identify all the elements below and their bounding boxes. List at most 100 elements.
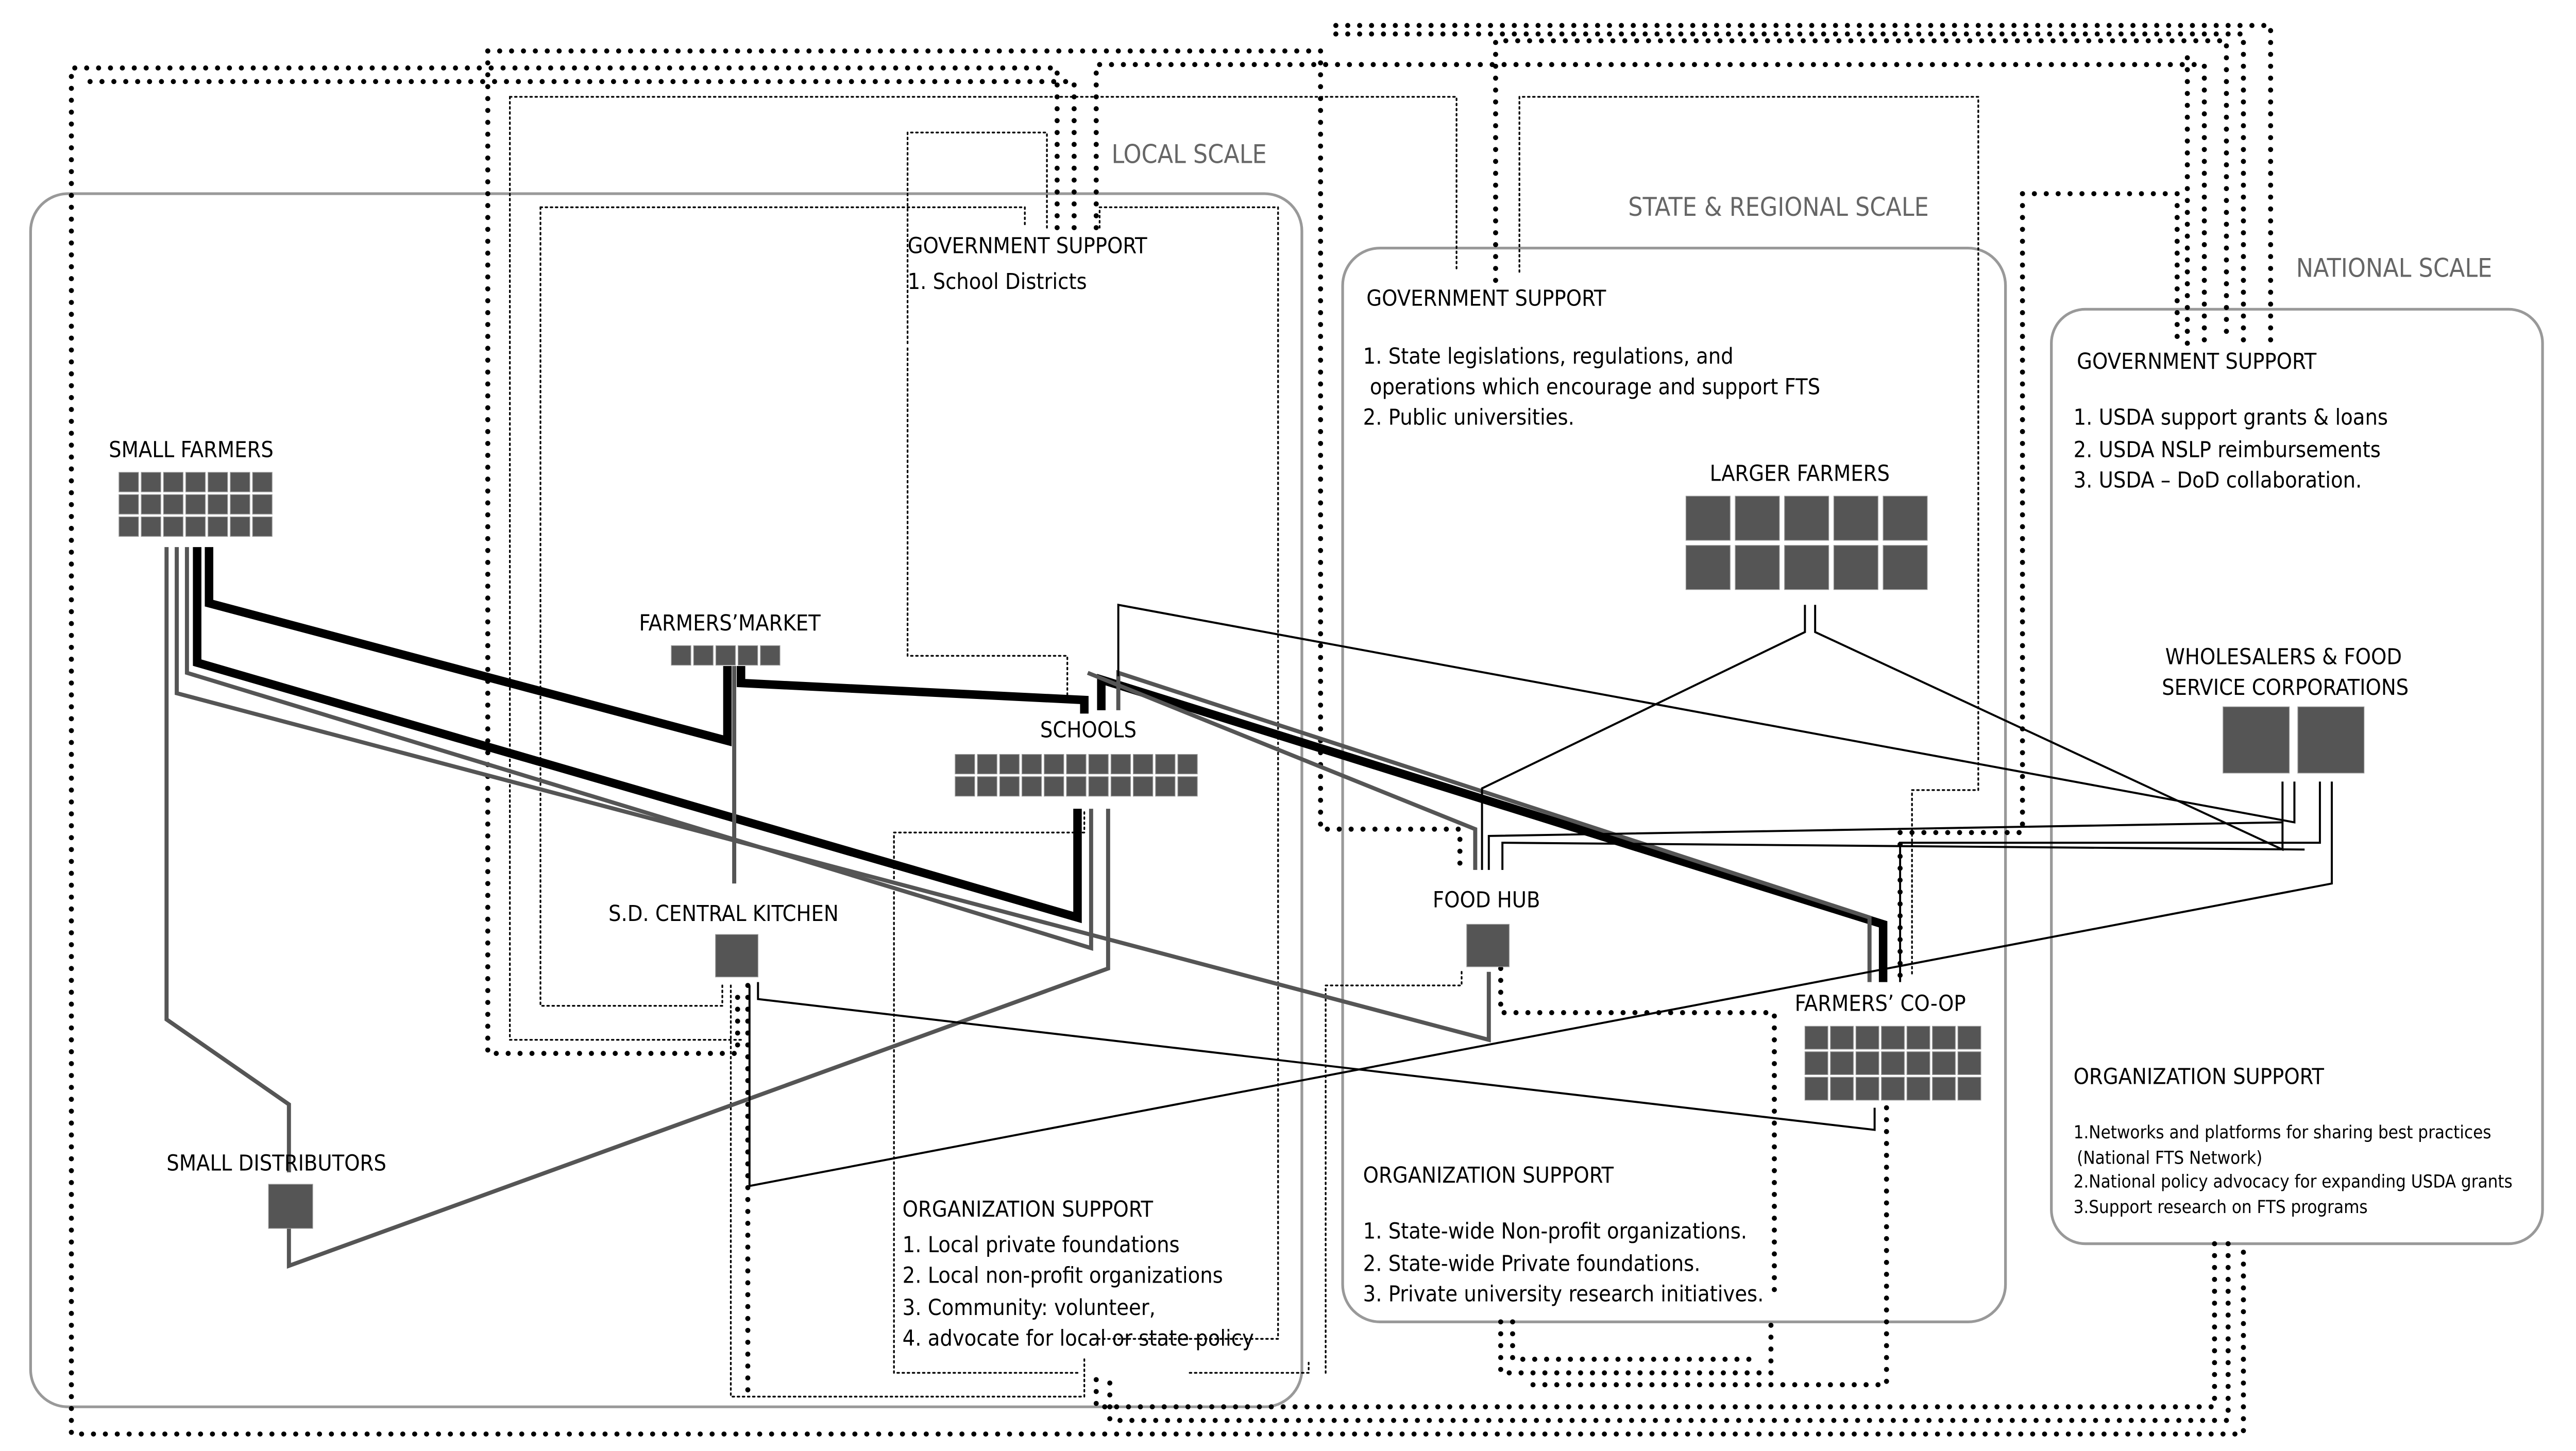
schools-block	[955, 754, 975, 775]
small-farmers-block	[252, 494, 273, 515]
farmers-coop-block	[1957, 1077, 1981, 1101]
farmers-coop-block	[1804, 1077, 1828, 1101]
national-organization-item: (National FTS Network)	[2077, 1148, 2262, 1169]
wholesalers-label-line2: SERVICE CORPORATIONS	[2162, 675, 2409, 701]
farmers-coop-block	[1881, 1051, 1905, 1076]
state-government-item: operations which encourage and support F…	[1370, 374, 1820, 400]
schools-block	[977, 754, 997, 775]
national-organization-title: ORGANIZATION SUPPORT	[2074, 1064, 2325, 1090]
farmers-coop-block	[1906, 1026, 1930, 1050]
small-farmers-block	[252, 516, 273, 537]
schools-block	[1110, 754, 1131, 775]
schools-block	[955, 776, 975, 797]
farmers-coop-block	[1906, 1051, 1930, 1076]
central-kitchen-blocks	[715, 934, 758, 978]
national-scale-title: NATIONAL SCALE	[2296, 253, 2493, 283]
small-farmers-block	[230, 494, 250, 515]
larger-farmers-block	[1685, 545, 1731, 590]
small-farmers-block	[230, 472, 250, 492]
small-distributors-blocks	[268, 1184, 313, 1229]
actor-blocks	[118, 472, 2365, 1229]
farmers-coop-block	[1881, 1077, 1905, 1101]
larger-farmers-block	[1784, 545, 1829, 590]
schools-block	[999, 776, 1020, 797]
small-distributors-block	[268, 1184, 313, 1229]
state-organization-item: 3. Private university research initiativ…	[1363, 1282, 1764, 1307]
national-government-item: 3. USDA – DoD collaboration.	[2074, 468, 2362, 493]
farmers-market-block	[671, 645, 691, 666]
small-farmers-block	[163, 494, 183, 515]
farmers-coop-block	[1855, 1077, 1879, 1101]
state-scale-region	[1341, 246, 2007, 1323]
farmers-coop-block	[1932, 1026, 1956, 1050]
farmers-coop-block	[1830, 1051, 1854, 1076]
farmers-coop-block	[1804, 1051, 1828, 1076]
larger-farmers-block	[1883, 545, 1928, 590]
state-government-item: 1. State legislations, regulations, and	[1363, 344, 1734, 369]
farmers-coop-label: FARMERS’ CO-OP	[1795, 991, 1966, 1017]
state-organization-item: 2. State-wide Private foundations.	[1363, 1251, 1701, 1276]
farmers-coop-block	[1957, 1051, 1981, 1076]
farmers-coop-block	[1906, 1077, 1930, 1101]
local-organization-item: 1. Local private foundations	[903, 1232, 1180, 1258]
small-distributors-label: SMALL DISTRIBUTORS	[166, 1151, 386, 1176]
gray-flow-lines	[164, 547, 1872, 1269]
big-dotted-support-lines	[69, 23, 2274, 1437]
farmers-market-blocks	[671, 645, 781, 666]
national-organization-item: 1.Networks and platforms for sharing bes…	[2074, 1122, 2492, 1143]
central-kitchen-label: S.D. CENTRAL KITCHEN	[608, 901, 839, 927]
farmers-coop-blocks	[1804, 1026, 1981, 1101]
larger-farmers-block	[1833, 545, 1878, 590]
state-scale-title: STATE & REGIONAL SCALE	[1628, 192, 1928, 222]
national-government-item: 1. USDA support grants & loans	[2074, 405, 2388, 431]
small-farmers-block	[230, 516, 250, 537]
local-organization-title: ORGANIZATION SUPPORT	[903, 1197, 1154, 1222]
schools-block	[1155, 776, 1176, 797]
wholesalers-blocks	[2223, 706, 2365, 774]
national-government-title: GOVERNMENT SUPPORT	[2077, 349, 2316, 374]
national-organization-item: 2.National policy advocacy for expanding…	[2074, 1172, 2513, 1192]
local-organization-item: 3. Community: volunteer,	[903, 1295, 1156, 1321]
central-kitchen-block	[715, 934, 758, 978]
local-government-title: GOVERNMENT SUPPORT	[908, 233, 1147, 259]
food-hub-block	[1466, 924, 1510, 967]
larger-farmers-block	[1883, 496, 1928, 541]
farmers-market-block	[738, 645, 758, 666]
larger-farmers-blocks	[1685, 496, 1928, 590]
farmers-coop-block	[1932, 1077, 1956, 1101]
small-farmers-block	[252, 472, 273, 492]
farmers-coop-block	[1855, 1026, 1879, 1050]
farmers-market-block	[760, 645, 781, 666]
small-farmers-block	[141, 494, 161, 515]
schools-block	[1021, 776, 1042, 797]
larger-farmers-block	[1833, 496, 1878, 541]
larger-farmers-block	[1735, 545, 1780, 590]
state-organization-title: ORGANIZATION SUPPORT	[1363, 1163, 1614, 1188]
national-government-item: 2. USDA NSLP reimbursements	[2074, 437, 2381, 463]
small-farmers-block	[118, 516, 139, 537]
local-organization-item: 4. advocate for local or state policy	[903, 1325, 1254, 1351]
local-organization-item: 2. Local non-profit organizations	[903, 1262, 1223, 1288]
state-government-title: GOVERNMENT SUPPORT	[1366, 286, 1606, 312]
small-farmers-block	[208, 494, 228, 515]
small-farmers-block	[118, 494, 139, 515]
small-farmers-block	[185, 516, 206, 537]
schools-block	[1066, 754, 1087, 775]
wholesalers-block	[2297, 706, 2365, 774]
farmers-coop-block	[1881, 1026, 1905, 1050]
local-scale-region	[29, 192, 1303, 1408]
local-government-item: 1. School Districts	[908, 269, 1087, 295]
larger-farmers-block	[1685, 496, 1731, 541]
schools-block	[1177, 776, 1198, 797]
schools-block	[1088, 776, 1109, 797]
farmers-coop-block	[1932, 1051, 1956, 1076]
small-farmers-block	[163, 472, 183, 492]
small-farmers-block	[185, 472, 206, 492]
small-farmers-block	[208, 472, 228, 492]
schools-label: SCHOOLS	[1040, 718, 1137, 743]
fine-dotted-support-lines	[509, 96, 1979, 1398]
schools-block	[1066, 776, 1087, 797]
thin-flow-lines	[748, 603, 2333, 1187]
schools-block	[1044, 754, 1064, 775]
